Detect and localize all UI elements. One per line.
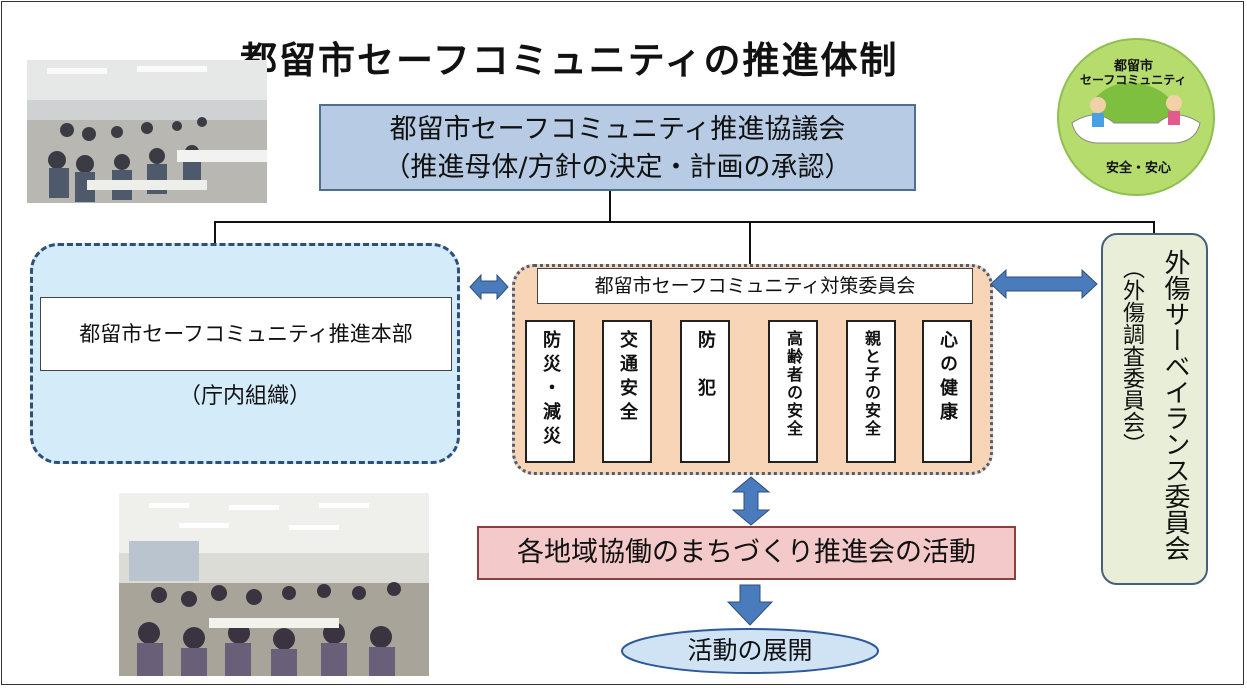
trauma-name: 外傷サーベイランス委員会 xyxy=(1160,249,1190,561)
subcommittee-mental-health: 心の健康 xyxy=(922,320,972,463)
meeting-photo-bottom xyxy=(119,493,429,676)
outcome-ellipse: 活動の展開 xyxy=(620,627,880,675)
council-name: 都留市セーフコミュニティ推進協議会 xyxy=(389,114,846,145)
local-activity-box: 各地域協働のまちづくり推進会の活動 xyxy=(477,526,1016,580)
trauma-note: （外傷調査委員会） xyxy=(1119,257,1144,455)
logo-line1: 都留市 xyxy=(1114,59,1154,74)
meeting-photo-top xyxy=(27,60,267,203)
down-arrow-icon xyxy=(726,584,774,630)
promotion-council-box: 都留市セーフコミュニティ推進協議会 （推進母体/方針の決定・計画の承認） xyxy=(319,104,916,191)
connector-line xyxy=(1153,221,1155,234)
headquarters-note: （庁内組織） xyxy=(178,384,311,409)
connector-line xyxy=(609,191,611,221)
subcommittee-parent-child: 親と子の安全 xyxy=(846,320,896,463)
logo-line2: セーフコミュニティ xyxy=(1080,73,1187,87)
connector-line xyxy=(214,221,1154,223)
subcommittee-crime: 防 犯 xyxy=(680,320,730,463)
committee-name: 都留市セーフコミュニティ対策委員会 xyxy=(537,268,973,304)
outcome-label: 活動の展開 xyxy=(687,636,813,665)
connector-line xyxy=(749,221,751,265)
subcommittee-traffic: 交通安全 xyxy=(602,320,652,463)
connector-line xyxy=(214,221,216,245)
subcommittee-elderly: 高齢者の安全 xyxy=(768,320,818,463)
subcommittee-disaster: 防災・減災 xyxy=(525,320,575,463)
trauma-surveillance-box: 外傷サーベイランス委員会 （外傷調査委員会） xyxy=(1101,233,1208,585)
headquarters-name: 都留市セーフコミュニティ推進本部 xyxy=(40,297,452,371)
logo-bottom: 安全・安心 xyxy=(1106,161,1172,176)
double-arrow-icon xyxy=(990,268,1098,304)
double-arrow-icon xyxy=(469,273,509,305)
vertical-double-arrow-icon xyxy=(731,476,771,530)
safe-community-logo: 都留市 セーフコミュニティ 安全・安心 xyxy=(1056,37,1216,197)
page-title: 都留市セーフコミュニティの推進体制 xyxy=(240,39,899,82)
council-role: （推進母体/方針の決定・計画の承認） xyxy=(383,152,852,183)
